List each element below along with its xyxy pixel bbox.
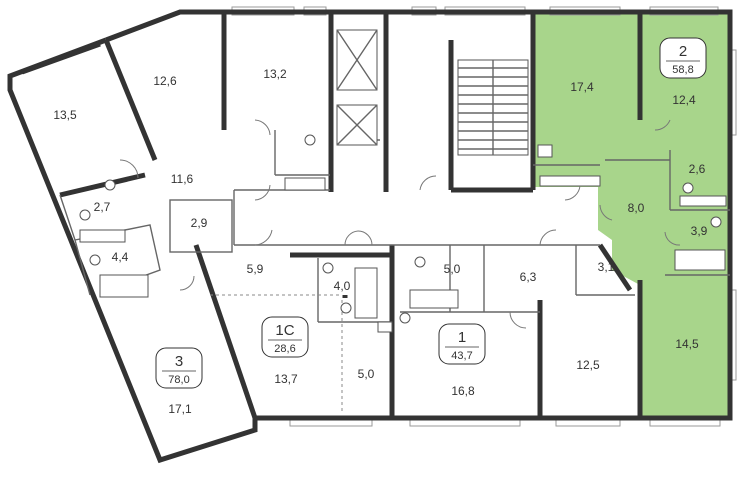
room-labels: 13,5 12,6 13,2 11,6 2,7 4,4 2,9 17,1 5,9… [53, 67, 707, 416]
apartment-area: 78,0 [168, 374, 189, 386]
apartment-2-highlight[interactable] [533, 12, 730, 418]
room-area-label: 16,8 [451, 384, 475, 398]
apartment-marker-3[interactable]: 3 78,0 [155, 347, 203, 389]
apartment-marker-1[interactable]: 1 43,7 [438, 323, 486, 365]
room-area-label: 2,6 [689, 162, 706, 176]
staircase [457, 59, 529, 156]
room-area-label: 13,7 [274, 372, 298, 386]
room-area-label: 5,9 [247, 262, 264, 276]
doors [119, 119, 681, 329]
apartment-marker-2[interactable]: 2 58,8 [659, 37, 707, 79]
room-area-label: 4,4 [112, 250, 129, 264]
apartment-number: 2 [679, 43, 687, 60]
room-area-label: 12,4 [672, 93, 696, 107]
interior-walls [59, 12, 643, 419]
room-area-label: 5,0 [358, 367, 375, 381]
room-area-label: 4,0 [334, 279, 351, 293]
room-area-label: 12,6 [153, 74, 177, 88]
apartment-marker-1c[interactable]: 1С 28,6 [261, 316, 309, 358]
room-area-label: 11,6 [171, 172, 194, 186]
apartment-number: 3 [175, 353, 183, 370]
apartment-number: 1С [275, 322, 294, 339]
room-area-label: 6,3 [520, 270, 537, 284]
room-area-label: 17,1 [168, 402, 192, 416]
bathroom-fixtures [79, 134, 727, 333]
room-area-label: 13,5 [53, 108, 77, 122]
apartment-area: 43,7 [451, 350, 472, 362]
room-area-label: 5,0 [444, 262, 461, 276]
room-area-label: 17,4 [570, 80, 594, 94]
room-area-label: 2,9 [191, 216, 208, 230]
apartment-area: 28,6 [274, 343, 295, 355]
apartment-area: 58,8 [672, 64, 693, 76]
room-area-label: 3,9 [691, 224, 708, 238]
room-area-label: 3,1 [598, 260, 615, 274]
room-area-label: 8,0 [628, 201, 645, 215]
room-area-label: 12,5 [576, 358, 600, 372]
room-area-label: 14,5 [675, 337, 699, 351]
room-area-label: 13,2 [263, 67, 287, 81]
room-area-label: 2,7 [94, 200, 111, 214]
elevators [336, 29, 378, 146]
apartment-number: 1 [458, 329, 466, 346]
